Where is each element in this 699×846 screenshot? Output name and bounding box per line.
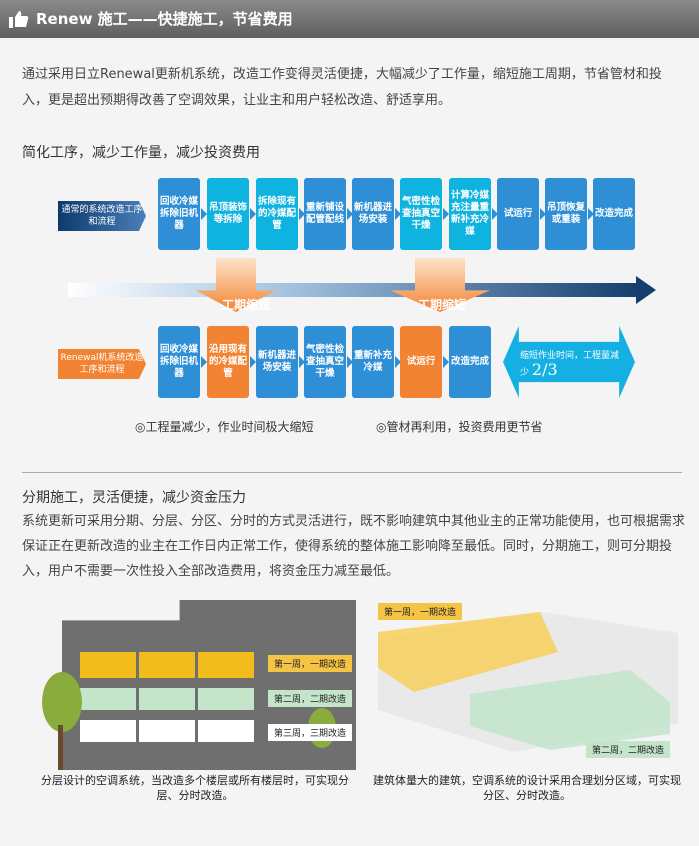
phase-tag: 第一周，一期改造 <box>378 603 463 620</box>
process-step: 试运行 <box>497 178 539 250</box>
chevron-right-icon <box>443 356 449 368</box>
chevron-right-icon <box>201 208 207 220</box>
renewal-process-label: Renewal机系统改造工序和流程 <box>58 349 146 379</box>
divider <box>22 472 682 473</box>
thumbs-up-icon <box>9 11 29 28</box>
process-step: 改造完成 <box>593 178 635 250</box>
shorten-label: 工期缩短 <box>222 298 271 312</box>
intro-text: 通过采用日立Renewal更新机系统，改造工作变得灵活便捷，大幅减少了工作量，缩… <box>22 67 662 108</box>
chevron-right-icon <box>201 356 207 368</box>
process-step: 计算冷媒充注量重新补充冷媒 <box>449 178 491 250</box>
chevron-right-icon <box>299 208 305 220</box>
process-step: 试运行 <box>400 326 442 398</box>
header-title: Renew 施工——快捷施工，节省费用 <box>36 10 293 28</box>
process-step: 气密性检查抽真空干燥 <box>304 326 346 398</box>
phase-tag: 第一周，一期改造 <box>268 655 353 672</box>
phase-tag: 第二周，二期改造 <box>268 690 353 707</box>
reduce-text: 缩短作业时间，工程量减少 2/3 <box>520 351 620 379</box>
timeline-arrow <box>68 283 638 297</box>
chevron-right-icon <box>540 208 546 220</box>
normal-process-label: 通常的系统改造工序和流程 <box>58 201 146 231</box>
process-step: 沿用现有的冷媒配管 <box>207 326 249 398</box>
phase-tag: 第三周，三期改造 <box>268 724 353 741</box>
section2-body: 系统更新可采用分期、分层、分区、分时的方式灵活进行，既不影响建筑中其他业主的正常… <box>22 514 686 579</box>
chevron-right-icon <box>347 208 353 220</box>
process-step: 拆除现有的冷媒配管 <box>256 178 298 250</box>
process-step: 改造完成 <box>449 326 491 398</box>
process-step: 吊顶恢复或重装 <box>545 178 587 250</box>
process-step: 新机器进场安装 <box>256 326 298 398</box>
left-caption: 分层设计的空调系统，当改造多个楼层或所有楼层时，可实现分层、分时改造。 <box>41 774 349 802</box>
tree <box>42 672 82 732</box>
chevron-right-icon <box>250 356 256 368</box>
chevron-right-icon <box>588 208 594 220</box>
header-bar: Renew 施工——快捷施工，节省费用 <box>0 0 699 38</box>
shorten-label: 工期缩短 <box>418 298 467 312</box>
chevron-right-icon <box>443 208 449 220</box>
chevron-right-icon <box>492 208 498 220</box>
chevron-right-icon <box>347 356 353 368</box>
chevron-right-icon <box>395 208 401 220</box>
note-pipe-reuse: ◎管材再利用，投资费用更节省 <box>376 420 543 434</box>
chevron-right-icon <box>299 356 305 368</box>
chevron-right-icon <box>250 208 256 220</box>
process-step: 重新铺设配管配线 <box>304 178 346 250</box>
process-step: 回收冷媒拆除旧机器 <box>158 178 200 250</box>
process-step: 气密性检查抽真空干燥 <box>400 178 442 250</box>
process-step: 新机器进场安装 <box>352 178 394 250</box>
section1-title: 简化工序，减少工作量，减少投资费用 <box>22 145 260 161</box>
note-workload: ◎工程量减少，作业时间极大缩短 <box>135 420 314 434</box>
chevron-right-icon <box>395 356 401 368</box>
process-step: 回收冷媒拆除旧机器 <box>158 326 200 398</box>
timeline-arrow-head <box>636 276 656 304</box>
section2-title: 分期施工，灵活便捷，减少资金压力 <box>22 490 246 506</box>
process-step: 重新补充冷媒 <box>352 326 394 398</box>
right-caption: 建筑体量大的建筑，空调系统的设计采用合理划分区域，可实现分区、分时改造。 <box>373 774 681 802</box>
process-step: 吊顶装饰等拆除 <box>207 178 249 250</box>
phase-tag: 第二周，二期改造 <box>586 741 671 758</box>
